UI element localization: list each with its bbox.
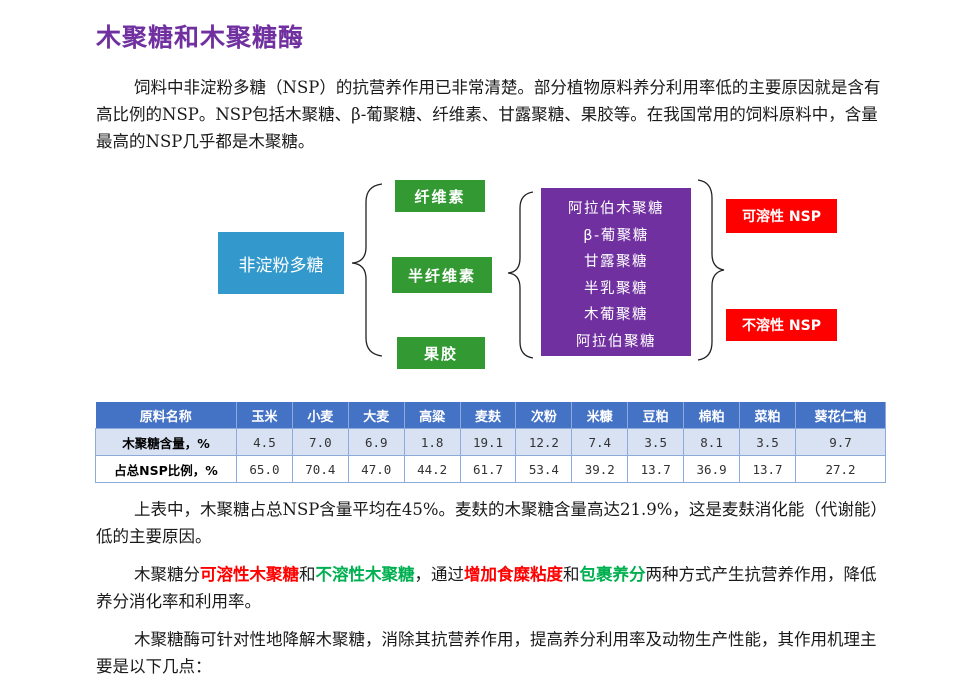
component-item: 阿拉伯木聚糖 — [568, 201, 664, 217]
table-header-cell: 麦麸 — [460, 402, 517, 429]
soluble-nsp-box: 可溶性 NSP — [726, 199, 837, 233]
table-cell: 70.4 — [291, 455, 349, 483]
component-item: 木葡聚糖 — [584, 307, 648, 323]
hemicellulose-components-box: 阿拉伯木聚糖 β-葡聚糖 甘露聚糖 半乳聚糖 木葡聚糖 阿拉伯聚糖 — [541, 188, 691, 356]
table-cell: 53.4 — [515, 455, 573, 483]
diagram-branch-cellulose: 纤维素 — [395, 180, 485, 212]
xylan-content-table: 原料名称 玉米 小麦 大麦 高粱 麦麸 次粉 米糠 豆粕 棉粕 菜粕 葵花仁粕 … — [95, 402, 886, 483]
table-header-cell: 米糠 — [571, 402, 629, 429]
intro-text: 饲料中非淀粉多糖（NSP）的抗营养作用已非常清楚。部分植物原料养分利用率低的主要… — [96, 78, 881, 151]
component-item: 半乳聚糖 — [584, 280, 648, 297]
brace-components-right — [697, 179, 725, 361]
xylanase-text: 木聚糖酶可针对性地降解木聚糖，消除其抗营养作用，提高养分利用率及动物生产性能，其… — [96, 630, 877, 676]
table-header-cell: 菜粕 — [739, 402, 796, 429]
table-cell: 65.0 — [236, 455, 293, 483]
text-run: 和 — [563, 565, 580, 584]
text-run: 两种方式产生抗营养作用，降低养分消化率和利用率。 — [96, 565, 877, 611]
brace-components-left — [507, 191, 534, 359]
table-cell: 4.5 — [236, 428, 293, 456]
component-item: 阿拉伯聚糖 — [576, 333, 656, 350]
table-header-cell: 棉粕 — [683, 402, 741, 429]
diagram-branch-hemicellulose: 半纤维素 — [392, 257, 492, 293]
text-run: 和 — [299, 565, 316, 584]
table-row: 占总NSP比例，% 65.0 70.4 47.0 44.2 61.7 53.4 … — [95, 455, 886, 483]
table-header-cell: 原料名称 — [95, 402, 237, 429]
table-cell: 47.0 — [347, 455, 405, 483]
table-cell: 7.0 — [291, 428, 349, 456]
component-item: β-葡聚糖 — [583, 227, 649, 244]
table-row: 木聚糖含量，% 4.5 7.0 6.9 1.8 19.1 12.2 7.4 3.… — [95, 428, 886, 456]
highlight-viscosity: 增加食糜粘度 — [464, 565, 563, 584]
table-summary-paragraph: 上表中，木聚糖占总NSP含量平均在45%。麦麸的木聚糖含量高达21.9%，这是麦… — [96, 496, 882, 550]
diagram-branch-pectin: 果胶 — [397, 337, 485, 369]
table-cell: 13.7 — [627, 455, 685, 483]
table-header-cell: 高粱 — [404, 402, 461, 429]
table-cell: 19.1 — [459, 428, 517, 456]
component-item: 甘露聚糖 — [584, 254, 648, 270]
text-run: ，通过 — [414, 565, 465, 584]
highlight-encapsulation: 包裹养分 — [579, 565, 646, 584]
table-cell: 27.2 — [795, 455, 886, 483]
table-cell: 8.1 — [683, 428, 741, 456]
brace-branches — [351, 183, 383, 357]
highlight-insoluble-xylan: 不溶性木聚糖 — [315, 565, 415, 584]
table-cell: 1.8 — [403, 428, 461, 456]
table-cell: 3.5 — [627, 428, 685, 456]
table-header-cell: 葵花仁粕 — [795, 402, 886, 429]
table-cell: 44.2 — [403, 455, 461, 483]
table-cell: 12.2 — [515, 428, 573, 456]
xylanase-paragraph: 木聚糖酶可针对性地降解木聚糖，消除其抗营养作用，提高养分利用率及动物生产性能，其… — [96, 626, 882, 680]
table-cell: 9.7 — [795, 428, 886, 456]
table-header-cell: 次粉 — [515, 402, 573, 429]
insoluble-nsp-box: 不溶性 NSP — [726, 309, 837, 341]
table-cell: 13.7 — [739, 455, 796, 483]
table-header-row: 原料名称 玉米 小麦 大麦 高粱 麦麸 次粉 米糠 豆粕 棉粕 菜粕 葵花仁粕 — [95, 402, 886, 429]
page-title: 木聚糖和木聚糖酶 — [96, 23, 305, 52]
text-run: 木聚糖分 — [134, 565, 200, 584]
table-cell: 39.2 — [571, 455, 629, 483]
table-row-label: 占总NSP比例，% — [95, 455, 237, 483]
table-cell: 7.4 — [571, 428, 629, 456]
table-cell: 3.5 — [739, 428, 796, 456]
table-cell: 6.9 — [347, 428, 405, 456]
intro-paragraph: 饲料中非淀粉多糖（NSP）的抗营养作用已非常清楚。部分植物原料养分利用率低的主要… — [96, 74, 882, 155]
diagram-root-box: 非淀粉多糖 — [218, 232, 344, 294]
xylan-types-paragraph: 木聚糖分可溶性木聚糖和不溶性木聚糖，通过增加食糜粘度和包裹养分两种方式产生抗营养… — [96, 561, 882, 615]
table-header-cell: 玉米 — [236, 402, 293, 429]
table-summary-text: 上表中，木聚糖占总NSP含量平均在45%。麦麸的木聚糖含量高达21.9%，这是麦… — [96, 500, 879, 546]
table-header-cell: 小麦 — [292, 402, 349, 429]
table-header-cell: 大麦 — [348, 402, 405, 429]
table-cell: 36.9 — [683, 455, 741, 483]
table-header-cell: 豆粕 — [627, 402, 685, 429]
highlight-soluble-xylan: 可溶性木聚糖 — [200, 565, 299, 584]
table-cell: 61.7 — [459, 455, 517, 483]
table-row-label: 木聚糖含量，% — [95, 428, 237, 456]
